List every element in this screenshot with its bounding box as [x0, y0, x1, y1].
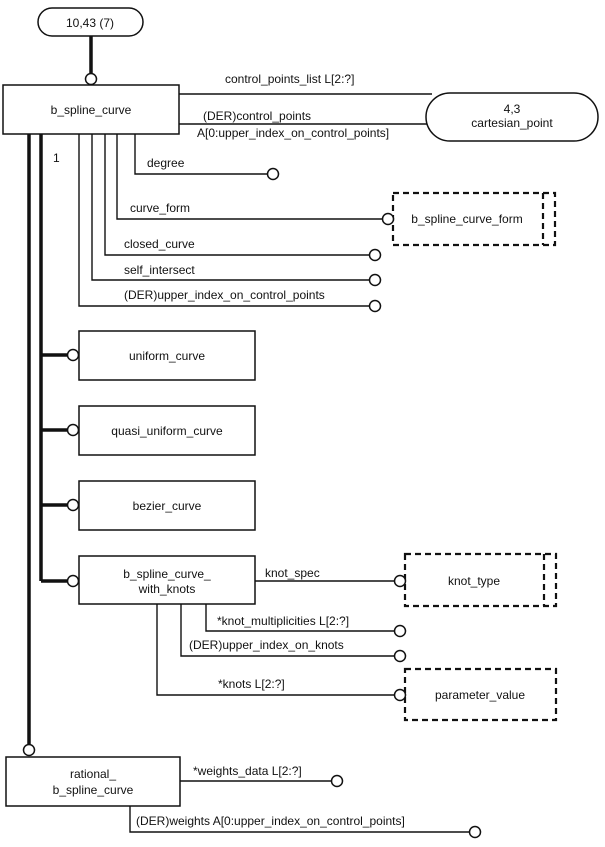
- entity-bezier-curve-shape: [78, 480, 256, 531]
- cartesian-point-shape: [425, 92, 599, 142]
- knots-circle-icon: [393, 688, 407, 702]
- entity-uniform-curve-shape: [78, 330, 256, 381]
- attr-knots: *knots L[2:?]: [218, 677, 285, 691]
- knots-line: [156, 604, 400, 696]
- entity-quasi-uniform-curve[interactable]: quasi_uniform_curve: [78, 405, 256, 456]
- upper-index-line: [78, 134, 370, 307]
- self-intersect-line: [91, 134, 370, 281]
- entity-b-spline-curve-shape: [2, 84, 180, 135]
- bezier-curve-circle-icon: [66, 498, 80, 512]
- entity-bezier-curve[interactable]: bezier_curve: [78, 480, 256, 531]
- closed-curve-line: [104, 134, 370, 256]
- attr-self-intersect: self_intersect: [124, 263, 195, 277]
- quasi-uniform-curve-circle-icon: [66, 423, 80, 437]
- entity-rational-b-spline-curve[interactable]: rational_ b_spline_curve: [5, 756, 181, 807]
- entity-quasi-uniform-curve-shape: [78, 405, 256, 456]
- entity-rational-b-spline-curve-label-2: b_spline_curve: [53, 783, 134, 797]
- entity-uniform-curve-label: uniform_curve: [129, 349, 205, 363]
- entity-b-spline-curve[interactable]: b_spline_curve: [2, 84, 180, 135]
- weights-circle-icon: [468, 825, 482, 839]
- attr-control-points-2: A[0:upper_index_on_control_points]: [197, 126, 389, 140]
- parameter-value-type[interactable]: parameter_value: [403, 667, 558, 722]
- page-reference-label: 10,43 (7): [66, 16, 114, 30]
- knot-type-type[interactable]: knot_type: [403, 552, 558, 608]
- attr-closed-curve: closed_curve: [124, 237, 195, 251]
- knot-multiplicities-circle-icon: [393, 624, 407, 638]
- entity-b-spline-curve-with-knots-shape: [78, 555, 256, 605]
- closed-curve-circle-icon: [368, 248, 382, 262]
- supertype-cardinality: 1: [53, 151, 60, 165]
- weights-data-circle-icon: [330, 774, 344, 788]
- entity-bezier-curve-label: bezier_curve: [133, 499, 202, 513]
- knot-multiplicities-line: [205, 604, 395, 632]
- curve-form-line: [116, 134, 383, 220]
- attr-knot-spec: knot_spec: [265, 566, 320, 580]
- parameter-value-label: parameter_value: [435, 688, 525, 702]
- degree-line: [134, 134, 268, 175]
- knot-spec-circle-icon: [393, 574, 407, 588]
- cartesian-point-reference[interactable]: 4,3 cartesian_point: [425, 92, 599, 142]
- b-spline-curve-form-shape: [391, 191, 557, 247]
- entity-rational-b-spline-curve-label-1: rational_: [70, 767, 116, 781]
- b-spline-curve-form-type[interactable]: b_spline_curve_form: [391, 191, 557, 247]
- attr-degree: degree: [147, 156, 185, 170]
- entity-b-spline-curve-label: b_spline_curve: [51, 103, 132, 117]
- b-spline-curve-form-label: b_spline_curve_form: [411, 212, 522, 226]
- upper-index-on-knots-line: [180, 604, 395, 657]
- self-intersect-circle-icon: [368, 273, 382, 287]
- entity-b-spline-curve-with-knots-label-1: b_spline_curve_: [123, 567, 211, 581]
- weights-line: [129, 806, 470, 833]
- entity-b-spline-curve-with-knots[interactable]: b_spline_curve_ with_knots: [78, 555, 256, 605]
- b-spline-curve-with-knots-circle-icon: [66, 574, 80, 588]
- rational-b-spline-curve-circle-icon: [22, 743, 36, 757]
- degree-circle-icon: [266, 167, 280, 181]
- attr-control-points-1: (DER)control_points: [203, 109, 311, 123]
- attr-upper-index-on-control-points: (DER)upper_index_on_control_points: [124, 288, 325, 302]
- uniform-curve-circle-icon: [66, 348, 80, 362]
- attr-control-points-list: control_points_list L[2:?]: [225, 72, 354, 86]
- attr-weights: (DER)weights A[0:upper_index_on_control_…: [136, 814, 405, 828]
- parameter-value-shape: [403, 667, 558, 722]
- page-reference[interactable]: 10,43 (7): [37, 7, 144, 37]
- attr-knot-multiplicities: *knot_multiplicities L[2:?]: [217, 614, 349, 628]
- attr-curve-form: curve_form: [130, 201, 190, 215]
- cartesian-point-ref: 4,3: [504, 102, 521, 116]
- upper-index-on-knots-circle-icon: [393, 649, 407, 663]
- curve-form-circle-icon: [381, 212, 395, 226]
- entity-rational-b-spline-curve-shape: [5, 756, 181, 807]
- entity-uniform-curve[interactable]: uniform_curve: [78, 330, 256, 381]
- attr-weights-data: *weights_data L[2:?]: [193, 764, 302, 778]
- upper-index-circle-icon: [368, 299, 382, 313]
- page-reference-circle-icon: [84, 72, 98, 86]
- attr-upper-index-on-knots: (DER)upper_index_on_knots: [189, 638, 344, 652]
- entity-quasi-uniform-curve-label: quasi_uniform_curve: [111, 424, 223, 438]
- entity-b-spline-curve-with-knots-label-2: with_knots: [138, 582, 196, 596]
- cartesian-point-name: cartesian_point: [471, 116, 553, 130]
- knot-type-label: knot_type: [448, 574, 500, 588]
